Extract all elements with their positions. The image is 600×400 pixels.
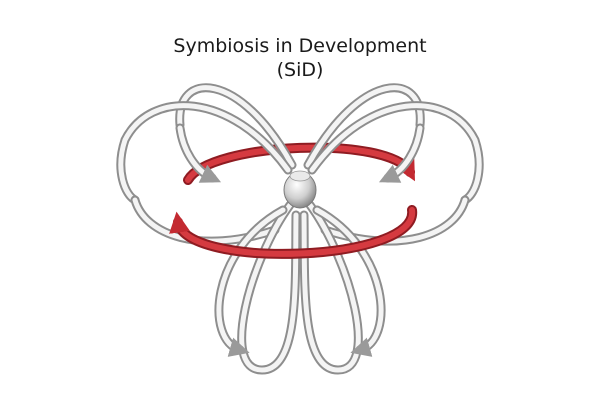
upper-left-loops <box>116 83 297 205</box>
red-ring-front <box>169 205 418 259</box>
lower-loops <box>214 200 386 375</box>
upper-right-loops <box>303 83 484 205</box>
central-hub-sphere-icon <box>283 170 317 209</box>
diagram-title: Symbiosis in Development (SiD) <box>0 34 600 82</box>
title-line-2: (SiD) <box>276 59 324 81</box>
title-line-1: Symbiosis in Development <box>173 35 427 57</box>
